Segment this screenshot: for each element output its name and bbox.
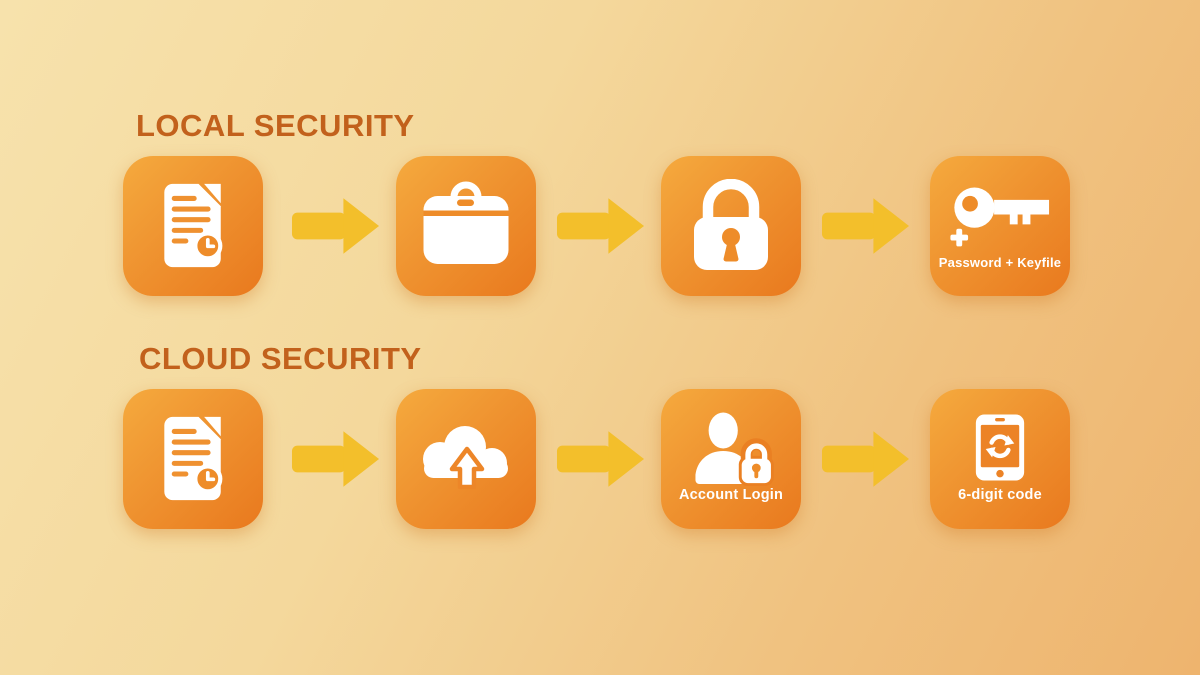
document-history-icon [164, 416, 223, 501]
flow-arrow-icon [291, 198, 380, 254]
step-tile-cloud-code: 6-digit code [930, 389, 1070, 529]
user-lock-icon [695, 412, 774, 486]
step-tile-local-document [123, 156, 263, 296]
flow-arrow-icon [821, 431, 910, 487]
tile-label: 6-digit code [958, 487, 1042, 503]
local-security-title: LOCAL SECURITY [136, 108, 415, 143]
storage-box-icon [423, 181, 509, 264]
tile-label: Password + Keyfile [938, 255, 1062, 270]
flow-arrow-icon [556, 431, 645, 487]
key-plus-icon [950, 187, 1050, 247]
step-tile-cloud-document [123, 389, 263, 529]
flow-arrow-icon [821, 198, 910, 254]
padlock-icon [694, 179, 768, 270]
step-tile-cloud-account: Account Login [661, 389, 801, 529]
document-history-icon [164, 183, 223, 268]
cloud-upload-icon [423, 426, 508, 489]
step-tile-cloud-upload [396, 389, 536, 529]
phone-sync-icon [975, 414, 1025, 481]
step-tile-local-key: Password + Keyfile [930, 156, 1070, 296]
flow-arrow-icon [291, 431, 380, 487]
tile-label: Account Login [678, 487, 784, 503]
cloud-security-title: CLOUD SECURITY [139, 341, 422, 376]
step-tile-local-lock [661, 156, 801, 296]
step-tile-local-vault [396, 156, 536, 296]
flow-arrow-icon [556, 198, 645, 254]
